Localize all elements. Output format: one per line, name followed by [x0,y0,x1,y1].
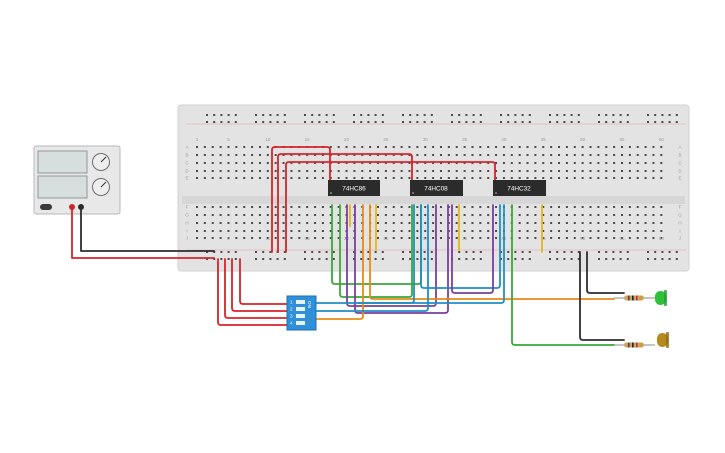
dip-toggle-4[interactable] [296,321,305,325]
column-label: 5 [227,137,230,142]
wires [71,146,625,346]
wire-signal-purple-1[interactable] [346,204,437,307]
row-label: J [679,236,681,241]
column-label: 10 [265,236,271,241]
row-label: F [679,205,682,210]
power-switch[interactable] [40,204,52,210]
column-label: 60 [659,137,665,142]
dip-on-label: ON [307,301,312,308]
row-label: A [185,145,188,150]
dip-number: 2 [290,307,293,312]
dip-toggle-1[interactable] [296,300,305,304]
chip-label: 74HC32 [507,186,531,193]
wire-dip-4[interactable] [217,258,289,326]
column-label: 55 [619,236,625,241]
column-label: 35 [462,137,468,142]
chip-label: 74HC08 [424,186,448,193]
wire-vcc-74hc08[interactable] [277,153,413,253]
chip-74hc86[interactable]: 74HC86 [328,180,380,196]
led-green[interactable] [655,290,667,306]
column-label: 35 [462,236,468,241]
dip-toggle-2[interactable] [296,307,305,311]
dip-toggle-3[interactable] [296,314,305,318]
column-label: 30 [423,236,429,241]
row-label: H [678,221,681,226]
chip-74hc32[interactable]: 74HC32 [493,180,546,196]
row-label: E [185,176,188,181]
wire-signal-purple-3[interactable] [451,204,494,294]
dip-switch[interactable]: ON 1 2 3 4 [286,295,317,331]
chip-74hc08[interactable]: 74HC08 [410,180,463,196]
row-label: D [185,169,189,174]
row-label: J [186,236,188,241]
wire-led-green[interactable] [369,204,615,300]
row-label: H [185,221,188,226]
wire-ground-led-yellow[interactable] [579,251,625,341]
row-label: C [678,161,682,166]
power-supply[interactable] [33,145,121,215]
row-label: C [185,161,189,166]
row-label: I [679,229,680,234]
chip-label: 74HC86 [342,186,366,193]
dip-number: 4 [290,321,293,326]
wire-dip-2[interactable] [231,258,289,312]
wire-dip-1[interactable] [239,258,289,305]
row-label: D [678,169,682,174]
column-label: 60 [659,236,665,241]
dip-number: 1 [290,300,293,305]
voltage-display [37,150,88,174]
column-label: 50 [580,137,586,142]
current-display [37,175,88,199]
wire-signal-green-2[interactable] [339,204,413,298]
column-label: 1 [196,137,199,142]
row-label: G [678,213,682,218]
wire-power-ground[interactable] [80,206,215,252]
row-label: I [186,229,187,234]
row-label: G [185,213,189,218]
led-yellow[interactable] [657,332,669,348]
column-label: 10 [265,137,271,142]
wire-signal-blue-2[interactable] [420,204,501,289]
row-label: A [678,145,681,150]
wire-signal-blue-3[interactable] [315,204,429,312]
row-label: F [186,205,189,210]
column-label: 55 [619,137,625,142]
row-label: B [678,153,681,158]
resistor-1[interactable] [614,295,655,301]
wire-power-positive[interactable] [71,206,215,259]
row-label: B [185,153,188,158]
column-label: 20 [344,137,350,142]
resistor-2[interactable] [614,342,655,348]
column-label: 5 [227,236,230,241]
column-label: 45 [541,137,547,142]
column-label: 25 [383,137,389,142]
column-label: 30 [423,137,429,142]
breadboard-center-channel [182,196,685,204]
wire-vcc-74hc86[interactable] [271,146,331,253]
wire-signal-orange-1[interactable] [315,204,364,320]
wire-vcc-74hc32[interactable] [285,161,496,253]
column-label: 25 [383,236,389,241]
column-label: 15 [305,236,311,241]
wire-dip-3[interactable] [224,258,289,319]
column-label: 40 [501,137,507,142]
row-label: E [678,176,681,181]
wire-ground-led-green[interactable] [586,251,625,294]
wire-led-yellow[interactable] [511,204,615,346]
column-label: 50 [580,236,586,241]
column-label: 45 [541,236,547,241]
column-label: 15 [305,137,311,142]
wire-signal-blue-4[interactable] [357,204,505,304]
dip-number: 3 [290,314,293,319]
